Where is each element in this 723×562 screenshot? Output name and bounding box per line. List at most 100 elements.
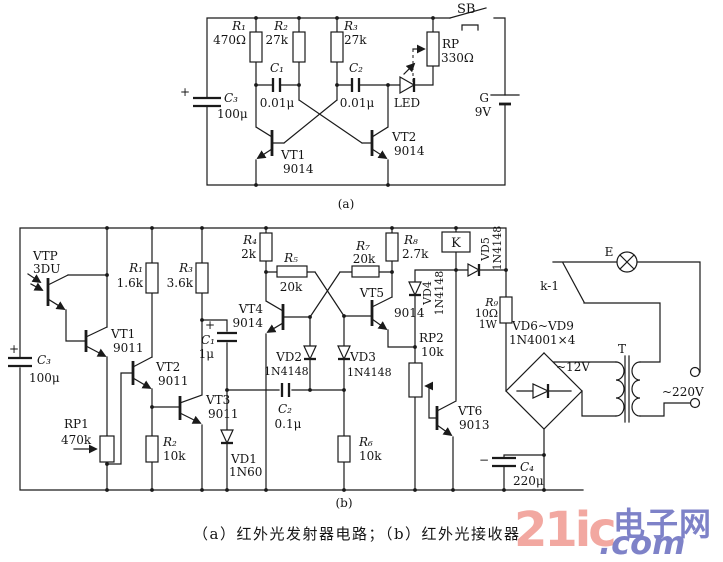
resistor-r4-b (259, 232, 273, 262)
label-r1-a: R₁ (231, 19, 246, 33)
value-c2-a: 0.01μ (340, 96, 375, 110)
switch-actuator (461, 24, 479, 31)
resistor-r3-b (195, 262, 209, 294)
value-vd1: 1N60 (229, 465, 262, 479)
capacitor-c1-a (271, 78, 282, 92)
emission-arrow-icon (403, 62, 416, 75)
value-vt4-b: 9014 (232, 316, 263, 330)
label-lamp-e: E (605, 245, 614, 259)
plus-c1-b: + (205, 318, 215, 332)
junction-dots-b (105, 226, 546, 492)
value-rp: 330Ω (441, 51, 474, 65)
label-c2-a: C₂ (349, 61, 363, 75)
value-vd4: 1N4148 (433, 271, 446, 316)
label-rp1: RP1 (64, 417, 89, 431)
value-g: 9V (475, 105, 492, 119)
value-c1-a: 0.01μ (260, 96, 295, 110)
value-vtp: 3DU (33, 262, 60, 276)
label-vt2-a: VT2 (391, 130, 416, 144)
value-vt3-b: 9011 (208, 407, 239, 421)
label-vt6-b: VT6 (457, 404, 482, 418)
label-c4-b: C₄ (520, 460, 534, 474)
label-r1-b: R₁ (128, 261, 143, 275)
label-r3-b: R₃ (178, 261, 193, 275)
label-rp2: RP2 (419, 331, 444, 345)
value-r2-a: 27k (265, 33, 288, 47)
secondary-coil (615, 361, 625, 417)
light-arrow-icon (27, 273, 42, 283)
label-vd2: VD2 (275, 350, 302, 364)
label-r8-b: R₈ (403, 233, 418, 247)
value-r6-b: 10k (359, 449, 382, 463)
transformer-t (615, 361, 641, 417)
diode-vd3 (337, 345, 351, 361)
label-vtp: VTP (32, 249, 58, 263)
resistor-r1-b (145, 262, 159, 294)
label-r4-b: R₄ (242, 233, 257, 247)
battery-g (490, 94, 520, 106)
resistor-r5-b (276, 265, 308, 278)
value-c3-a: 100μ (217, 107, 248, 121)
minus-c4-b: − (479, 453, 489, 467)
value-r2-b: 10k (163, 449, 186, 463)
potentiometer-rp (412, 31, 440, 84)
watts-r9-b: 1W (479, 318, 498, 331)
label-c1-b: C₁ (201, 333, 215, 347)
label-contact-k1: k-1 (540, 279, 559, 293)
label-vd6-vd9: VD6~VD9 (511, 319, 574, 333)
relay-contact-k1 (562, 262, 585, 303)
figure-caption: （a）红外光发射器电路；（b）红外光接收器 (193, 525, 521, 543)
capacitor-c3-a (193, 96, 221, 108)
ac-terminal (689, 366, 701, 378)
value-vt2-b: 9011 (158, 374, 189, 388)
label-sb: SB (457, 2, 475, 17)
lamp-e (616, 251, 638, 273)
capacitor-c3-b (8, 356, 32, 368)
junction-dots-a (254, 16, 435, 187)
bridge-rectifier-vd6-vd9 (505, 352, 583, 430)
plus-c3-b: + (9, 342, 19, 356)
label-vt4-b: VT4 (238, 302, 264, 316)
transistor-vt6-b (435, 400, 457, 437)
figure-tag-b: (b) (335, 496, 352, 510)
capacitor-c4-b (492, 456, 516, 468)
resistor-r1-a (249, 31, 263, 63)
value-vd2: 1N4148 (264, 365, 309, 378)
label-relay-k: K (451, 236, 461, 251)
label-vd4: VD4 (421, 281, 434, 306)
label-vt1-a: VT1 (280, 148, 305, 162)
resistor-r2-b (145, 435, 159, 463)
transistor-vt2-a (370, 126, 389, 159)
value-vt1-b: 9011 (113, 341, 144, 355)
value-vd5: 1N4148 (491, 226, 504, 271)
capacitor-c2-a (350, 78, 361, 92)
capacitor-c2-b (280, 383, 291, 397)
diode-vd4 (408, 281, 422, 297)
label-c1-a: C₁ (270, 61, 284, 75)
label-220v: ~220V (662, 385, 704, 399)
switch-blade (449, 7, 487, 19)
value-r3-b: 3.6k (167, 276, 194, 290)
label-vd3: VD3 (349, 350, 376, 364)
value-r5-b: 20k (280, 280, 303, 294)
label-vt3-b: VT3 (205, 393, 230, 407)
label-led: LED (394, 96, 420, 110)
value-rp2: 10k (421, 345, 444, 359)
label-vd1: VD1 (230, 452, 257, 466)
label-c2-b: C₂ (278, 402, 292, 416)
value-c4-b: 220μ (513, 474, 544, 488)
label-vt1-b: VT1 (110, 327, 135, 341)
transistor-vt4-b (265, 300, 285, 333)
relay-k-coil (441, 231, 471, 253)
value-r7-b: 20k (353, 252, 376, 266)
pushbutton-sb (449, 7, 487, 31)
label-rp: RP (442, 37, 459, 51)
value-r1-b: 1.6k (117, 276, 144, 290)
value-vd3: 1N4148 (347, 366, 392, 379)
label-r2-a: R₂ (273, 19, 288, 33)
value-vt2-a: 9014 (394, 144, 425, 158)
value-c2-b: 0.1μ (275, 417, 302, 431)
transistor-vt3-b (178, 394, 203, 424)
